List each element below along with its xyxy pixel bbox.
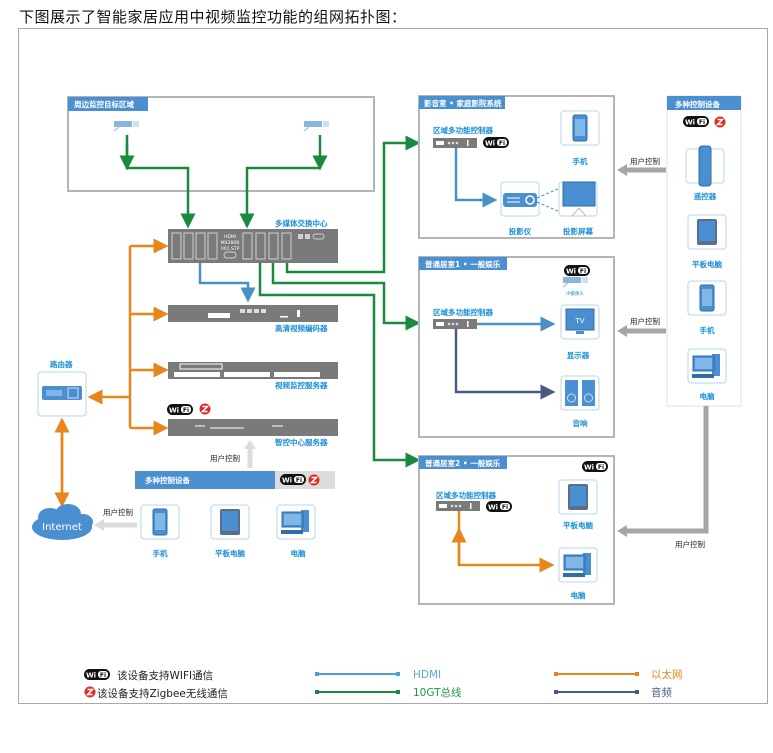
svg-text:用户控制: 用户控制 xyxy=(630,316,660,326)
diagram-frame xyxy=(18,28,768,704)
tablet-icon xyxy=(220,509,240,535)
legend-zigbee: 该设备支持Zigbee无线通信 xyxy=(97,687,228,700)
zigbee-badge-icon xyxy=(713,115,727,129)
svg-text:区域多功能控制器: 区域多功能控制器 xyxy=(433,125,493,135)
wifi-badge-icon xyxy=(564,265,590,276)
wifi-badge-icon xyxy=(683,116,709,127)
surveillance-zone: 周边监控目标区域 xyxy=(67,96,375,192)
wifi-badge-icon xyxy=(582,461,608,472)
svg-text:用户控制: 用户控制 xyxy=(630,156,660,166)
camera-icon xyxy=(113,120,140,132)
wifi-badge-icon xyxy=(280,474,306,485)
control-devices-left: 多种控制设备 用户控制 用户控制 手机 平板电脑 电脑 xyxy=(94,440,335,558)
svg-text:普通居室1 • 一般娱乐: 普通居室1 • 一般娱乐 xyxy=(425,259,501,269)
camera-icon xyxy=(303,120,330,132)
svg-text:IP摄像头: IP摄像头 xyxy=(566,290,584,297)
svg-text:MX2808: MX2808 xyxy=(221,240,240,246)
svg-text:手机: 手机 xyxy=(573,156,588,166)
tv-icon xyxy=(565,308,595,331)
speaker-icon xyxy=(565,380,578,406)
svg-text:平板电脑: 平板电脑 xyxy=(215,548,245,558)
area-controller xyxy=(433,138,477,148)
svg-text:用户控制: 用户控制 xyxy=(103,507,133,517)
svg-text:HDMI: HDMI xyxy=(224,234,236,240)
switch-label: 多媒体交换中心 xyxy=(275,218,328,228)
svg-text:用户控制: 用户控制 xyxy=(210,453,240,463)
tablet-icon xyxy=(697,219,717,245)
svg-text:多种控制设备: 多种控制设备 xyxy=(145,475,190,485)
video-server-label: 视频监控服务器 xyxy=(275,380,328,390)
multimedia-switch: HDMI MX2808 X01.STP 多媒体交换中心 xyxy=(168,218,338,263)
hd-video-encoder: 高清视频编码器 xyxy=(168,305,338,333)
remote-icon xyxy=(698,145,712,187)
router-label: 路由器 xyxy=(50,359,73,369)
computer-icon xyxy=(562,552,592,578)
area-controller xyxy=(433,319,477,329)
svg-text:多种控制设备: 多种控制设备 xyxy=(675,99,720,109)
wifi-badge-icon xyxy=(483,137,509,148)
svg-text:电脑: 电脑 xyxy=(700,391,715,401)
video-monitoring-server: 视频监控服务器 xyxy=(168,362,338,390)
control-server-label: 智控中心服务器 xyxy=(275,437,328,447)
legend-audio: 音频 xyxy=(651,686,672,699)
projection-screen-icon xyxy=(562,181,596,207)
living-room-1-zone: 普通居室1 • 一般娱乐 IP摄像头 区域多功能控制器 TV 显示器 音响 xyxy=(418,256,615,438)
legend: 该设备支持WIFI通信 该设备支持Zigbee无线通信 HDMI 10GT总线 … xyxy=(83,668,683,700)
svg-text:电脑: 电脑 xyxy=(291,548,306,558)
svg-text:音响: 音响 xyxy=(573,418,588,428)
zigbee-badge-icon xyxy=(307,473,321,487)
ip-camera-icon xyxy=(562,276,589,288)
wifi-badge-icon xyxy=(167,404,193,415)
router: 路由器 xyxy=(37,359,87,417)
home-theater-zone: 影音室 • 家庭影院系统 区域多功能控制器 手机 投影仪 投影屏幕 xyxy=(418,95,615,239)
hdmi-link xyxy=(198,263,256,303)
legend-wifi: 该设备支持WIFI通信 xyxy=(117,669,213,682)
computer-icon xyxy=(691,353,721,379)
svg-text:区域多功能控制器: 区域多功能控制器 xyxy=(436,490,496,500)
svg-text:X01.STP: X01.STP xyxy=(221,246,240,252)
page-title: 下图展示了智能家居应用中视频监控功能的组网拓扑图： xyxy=(19,8,407,26)
area-controller xyxy=(436,501,480,511)
svg-text:用户控制: 用户控制 xyxy=(675,539,705,549)
svg-text:投影屏幕: 投影屏幕 xyxy=(563,226,593,236)
svg-text:遥控器: 遥控器 xyxy=(694,191,717,201)
svg-text:影音室 • 家庭影院系统: 影音室 • 家庭影院系统 xyxy=(424,98,502,108)
svg-text:平板电脑: 平板电脑 xyxy=(692,259,722,269)
svg-text:TV: TV xyxy=(574,317,584,325)
tablet-icon xyxy=(568,484,588,510)
legend-hdmi: HDMI xyxy=(413,669,441,681)
svg-text:手机: 手机 xyxy=(153,548,168,558)
speaker-icon xyxy=(582,380,595,406)
svg-text:显示器: 显示器 xyxy=(567,351,590,360)
svg-text:投影仪: 投影仪 xyxy=(509,226,532,236)
computer-icon xyxy=(280,509,310,535)
projector-icon xyxy=(503,193,537,207)
ethernet-links xyxy=(54,238,169,508)
control-devices-right: 多种控制设备 遥控器 平板电脑 手机 电脑 用户控制 用户控制 用户控制 xyxy=(617,95,742,549)
encoder-label: 高清视频编码器 xyxy=(275,323,328,333)
bus10gt-links xyxy=(119,135,421,468)
svg-text:Internet: Internet xyxy=(42,522,82,533)
svg-text:普通居室2 • 一般娱乐: 普通居室2 • 一般娱乐 xyxy=(425,458,501,468)
surveillance-zone-title: 周边监控目标区域 xyxy=(74,99,134,109)
svg-text:手机: 手机 xyxy=(700,325,715,335)
zigbee-badge-icon xyxy=(198,402,212,416)
phone-icon xyxy=(152,508,168,536)
legend-10gt: 10GT总线 xyxy=(413,686,462,699)
internet-cloud: Internet xyxy=(32,504,93,540)
phone-icon xyxy=(699,284,715,312)
wifi-legend-icon xyxy=(84,669,110,680)
phone-icon xyxy=(572,114,588,142)
wifi-badge-icon xyxy=(486,501,512,512)
svg-text:电脑: 电脑 xyxy=(571,590,586,600)
living-room-2-zone: 普通居室2 • 一般娱乐 区域多功能控制器 平板电脑 电脑 xyxy=(418,455,615,605)
legend-ethernet: 以太网 xyxy=(651,668,683,681)
zigbee-legend-icon xyxy=(83,685,97,699)
svg-text:平板电脑: 平板电脑 xyxy=(563,520,593,530)
svg-text:区域多功能控制器: 区域多功能控制器 xyxy=(433,307,493,317)
smart-control-server: 智控中心服务器 xyxy=(167,402,338,447)
